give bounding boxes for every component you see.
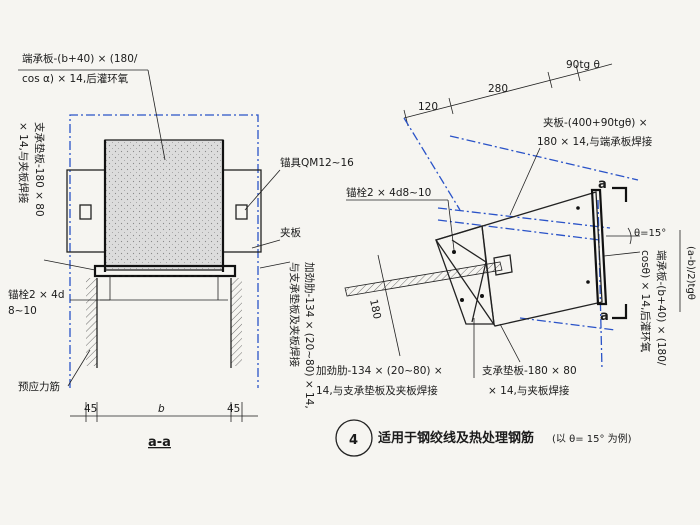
angle-arc xyxy=(627,227,632,245)
label-clamp-1: 夹板-(400+90tgθ) × xyxy=(543,116,648,129)
leader-pad-r xyxy=(499,323,521,363)
figure-number: 4 xyxy=(349,433,358,448)
dim-45-left: 45 xyxy=(84,403,97,415)
label-clamp: 夹板 xyxy=(280,226,301,239)
dim-45-right: 45 xyxy=(227,403,240,415)
label-end-plate-r-2: cosθ) × 14,后灌环氧 xyxy=(639,250,652,353)
blue-line-mid xyxy=(437,207,611,229)
bolt-hole-1 xyxy=(452,250,456,254)
bolt-hole-5 xyxy=(586,280,590,284)
right-annotations: 夹板-(400+90tgθ) × 180 × 14,与端承板焊接 锚栓2 × 4… xyxy=(316,116,668,397)
label-clamp-2: 180 × 14,与端承板焊接 xyxy=(537,135,653,148)
label-anchor: 锚具QM12~16 xyxy=(280,156,354,169)
dim-top-t4 xyxy=(575,64,581,82)
tendon-duct-left xyxy=(86,278,97,366)
footer-note: (以 θ= 15° 为例) xyxy=(552,432,632,445)
leader-anchor xyxy=(244,169,281,211)
label-rib-r-1: 加劲肋-134 × (20~80) × xyxy=(316,364,443,377)
label-bolt-2: 8~10 xyxy=(8,305,37,317)
label-pad-r-2: × 14,与夹板焊接 xyxy=(488,384,570,397)
leader-tendon xyxy=(67,349,91,387)
label-rib-1: 加劲肋-134 × (20~80) × 14, xyxy=(303,262,316,409)
bolt-hole-4 xyxy=(576,206,580,210)
tendon-rod xyxy=(345,262,502,296)
label-support-pad-2: × 14,与夹板焊接 xyxy=(17,122,30,204)
section-caption: a-a xyxy=(148,435,171,450)
mark-a-bottom: a xyxy=(600,309,609,324)
label-bolt-r: 锚栓2 × 4d8~10 xyxy=(346,186,431,199)
left-annotations: 端承板-(b+40) × (180/ cos α) × 14,后灌环氧 支承垫板… xyxy=(8,52,354,409)
clamp-plate xyxy=(434,191,603,327)
label-rib-r-2: 14,与支承垫板及夹板焊接 xyxy=(316,384,438,397)
dim-ab: (a-b)/2)tgθ xyxy=(685,246,696,300)
label-end-plate-1: 端承板-(b+40) × (180/ xyxy=(22,52,138,65)
section-mark-top xyxy=(612,186,628,202)
tendon-rod-outline xyxy=(344,261,503,297)
section-a-a: 45 b 45 a-a xyxy=(66,114,262,450)
bolt-slot-right xyxy=(235,204,248,220)
dim-180-line xyxy=(377,254,401,357)
dim-top-ext xyxy=(589,63,613,71)
tendon-duct-right xyxy=(231,278,242,366)
section-mark-bottom xyxy=(612,304,628,320)
mark-a-top: a xyxy=(598,177,607,192)
leader-clamp xyxy=(251,239,281,249)
label-pad-r-1: 支承垫板-180 × 80 xyxy=(482,364,577,377)
leader-bolt-r-2 xyxy=(447,199,455,251)
label-tendon: 预应力筋 xyxy=(18,380,60,393)
rib-inner-2 xyxy=(481,225,495,325)
blue-line-diag xyxy=(403,117,461,211)
bolt-hole-3 xyxy=(480,294,484,298)
label-support-pad-1: 支承垫板-180 × 80 xyxy=(33,122,46,217)
blue-line-top xyxy=(449,135,639,181)
blue-line-bottom xyxy=(519,317,616,331)
dim-120: 120 xyxy=(418,101,438,113)
side-view: 120 280 90tg θ a a xyxy=(344,59,696,371)
leader-end-plate-r xyxy=(603,251,641,257)
dim-top-chain xyxy=(403,69,591,119)
angle-label: θ=15° xyxy=(634,228,666,239)
clamp-plate-left xyxy=(66,169,106,253)
bolt-hole-2 xyxy=(460,298,464,302)
end-bearing-plate xyxy=(104,139,224,271)
dim-90tg: 90tg θ xyxy=(566,59,600,71)
footer: 4 适用于钢绞线及热处理钢筋 (以 θ= 15° 为例) xyxy=(335,419,632,457)
label-rib-2: 与支承垫板及夹板焊接 xyxy=(288,262,301,367)
label-end-plate-2: cos α) × 14,后灌环氧 xyxy=(22,72,129,85)
blue-line-low xyxy=(437,219,601,241)
dim-180: 180 xyxy=(367,298,383,320)
dim-top-t3 xyxy=(547,71,553,89)
dim-top-t2 xyxy=(448,97,454,115)
clamp-plate-right xyxy=(222,169,262,253)
footer-title: 适用于钢绞线及热处理钢筋 xyxy=(378,430,534,446)
bolt-slot-left xyxy=(79,204,92,220)
label-end-plate-r-1: 端承板-(b+40) × (180/ xyxy=(655,250,668,366)
dim-b: b xyxy=(158,403,165,415)
leader-end-plate xyxy=(147,69,166,161)
rib-inner xyxy=(451,239,487,323)
blue-line-vert xyxy=(597,199,603,371)
leader-support-pad xyxy=(43,259,96,271)
leader-rib xyxy=(259,261,291,269)
dim-280: 280 xyxy=(488,83,508,95)
leader-clamp-r xyxy=(509,147,541,216)
end-plate-angled xyxy=(590,188,608,306)
label-bolt-1: 锚栓2 × 4d xyxy=(8,288,65,301)
anchor-nut xyxy=(493,254,513,276)
figure-number-circle xyxy=(335,419,373,457)
